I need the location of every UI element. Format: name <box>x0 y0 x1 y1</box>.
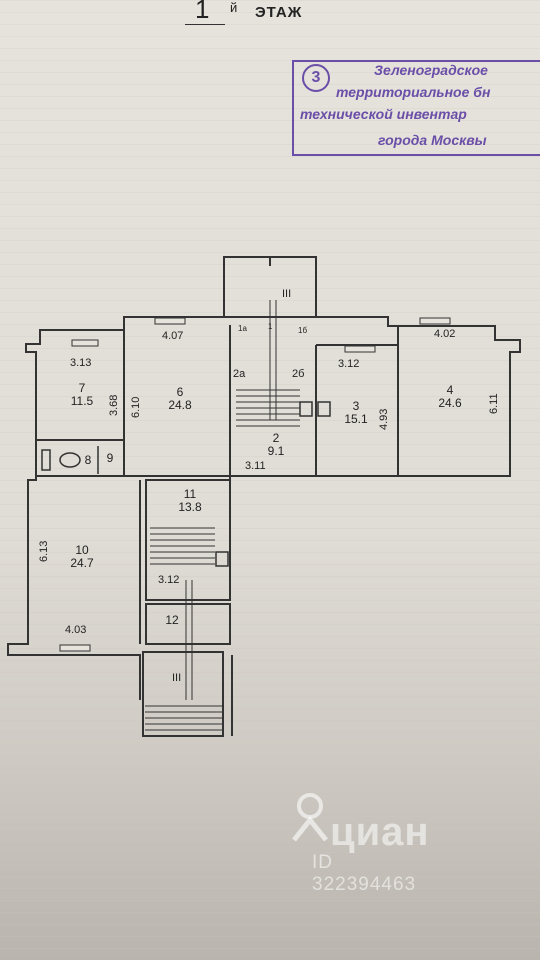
window <box>419 317 451 325</box>
dimension-label: 6.13 <box>38 540 50 562</box>
dimension-label: 3.11 <box>245 460 266 472</box>
dimension-label: 6.10 <box>130 396 142 418</box>
wall <box>25 316 224 476</box>
stamp-line: города Москвы <box>378 132 487 148</box>
dimension-label: 3.12 <box>158 574 180 586</box>
room-label: 12 <box>165 613 179 627</box>
dimension-label: 3.12 <box>338 358 360 370</box>
watermark-brand: циан <box>330 810 430 854</box>
stamp-line: технической инвентар <box>300 106 467 122</box>
sink <box>41 449 51 471</box>
room-outline <box>145 603 231 645</box>
stamp-line: территориальное бн <box>336 84 491 100</box>
sublabel: 1б <box>298 326 308 335</box>
window <box>71 339 99 347</box>
stair-label: III <box>282 288 292 300</box>
dimension-label: 4.02 <box>434 328 456 340</box>
window <box>154 317 186 325</box>
stamp-number: 3 <box>302 64 330 92</box>
window <box>59 644 91 652</box>
window <box>344 345 376 353</box>
sublabel: 1а <box>238 324 247 333</box>
wall <box>7 476 141 700</box>
room-label: 8 <box>84 453 92 467</box>
wall <box>316 316 521 477</box>
room-outline <box>145 479 231 601</box>
toilet <box>59 452 81 468</box>
dimension-label: 4.07 <box>162 330 184 342</box>
bti-stamp <box>292 60 540 156</box>
sublabel: 1 <box>268 322 273 331</box>
floor-title: ЭТАЖ <box>255 4 303 21</box>
dimension-label: 4.93 <box>378 408 390 430</box>
shaft <box>299 401 313 417</box>
shaft <box>215 551 229 567</box>
sublabel: 2б <box>292 368 305 380</box>
stair-landing-bottom <box>142 651 224 737</box>
location-pin-icon <box>292 793 328 842</box>
stair-label: III <box>172 672 182 684</box>
watermark-id: ID 322394463 <box>312 852 417 895</box>
floor-underline <box>185 24 225 25</box>
dimension-label: 6.11 <box>488 393 500 414</box>
dimension-label: 3.68 <box>108 394 120 416</box>
dimension-label: 3.13 <box>70 357 92 369</box>
dimension-label: 4.03 <box>65 624 87 636</box>
floor-number: 1 <box>195 0 210 24</box>
shaft <box>317 401 331 417</box>
floor-suffix: й <box>230 0 238 15</box>
sublabel: 2а <box>233 368 246 380</box>
room-label: 9 <box>106 451 114 465</box>
stamp-line: Зеленоградское <box>374 62 488 78</box>
